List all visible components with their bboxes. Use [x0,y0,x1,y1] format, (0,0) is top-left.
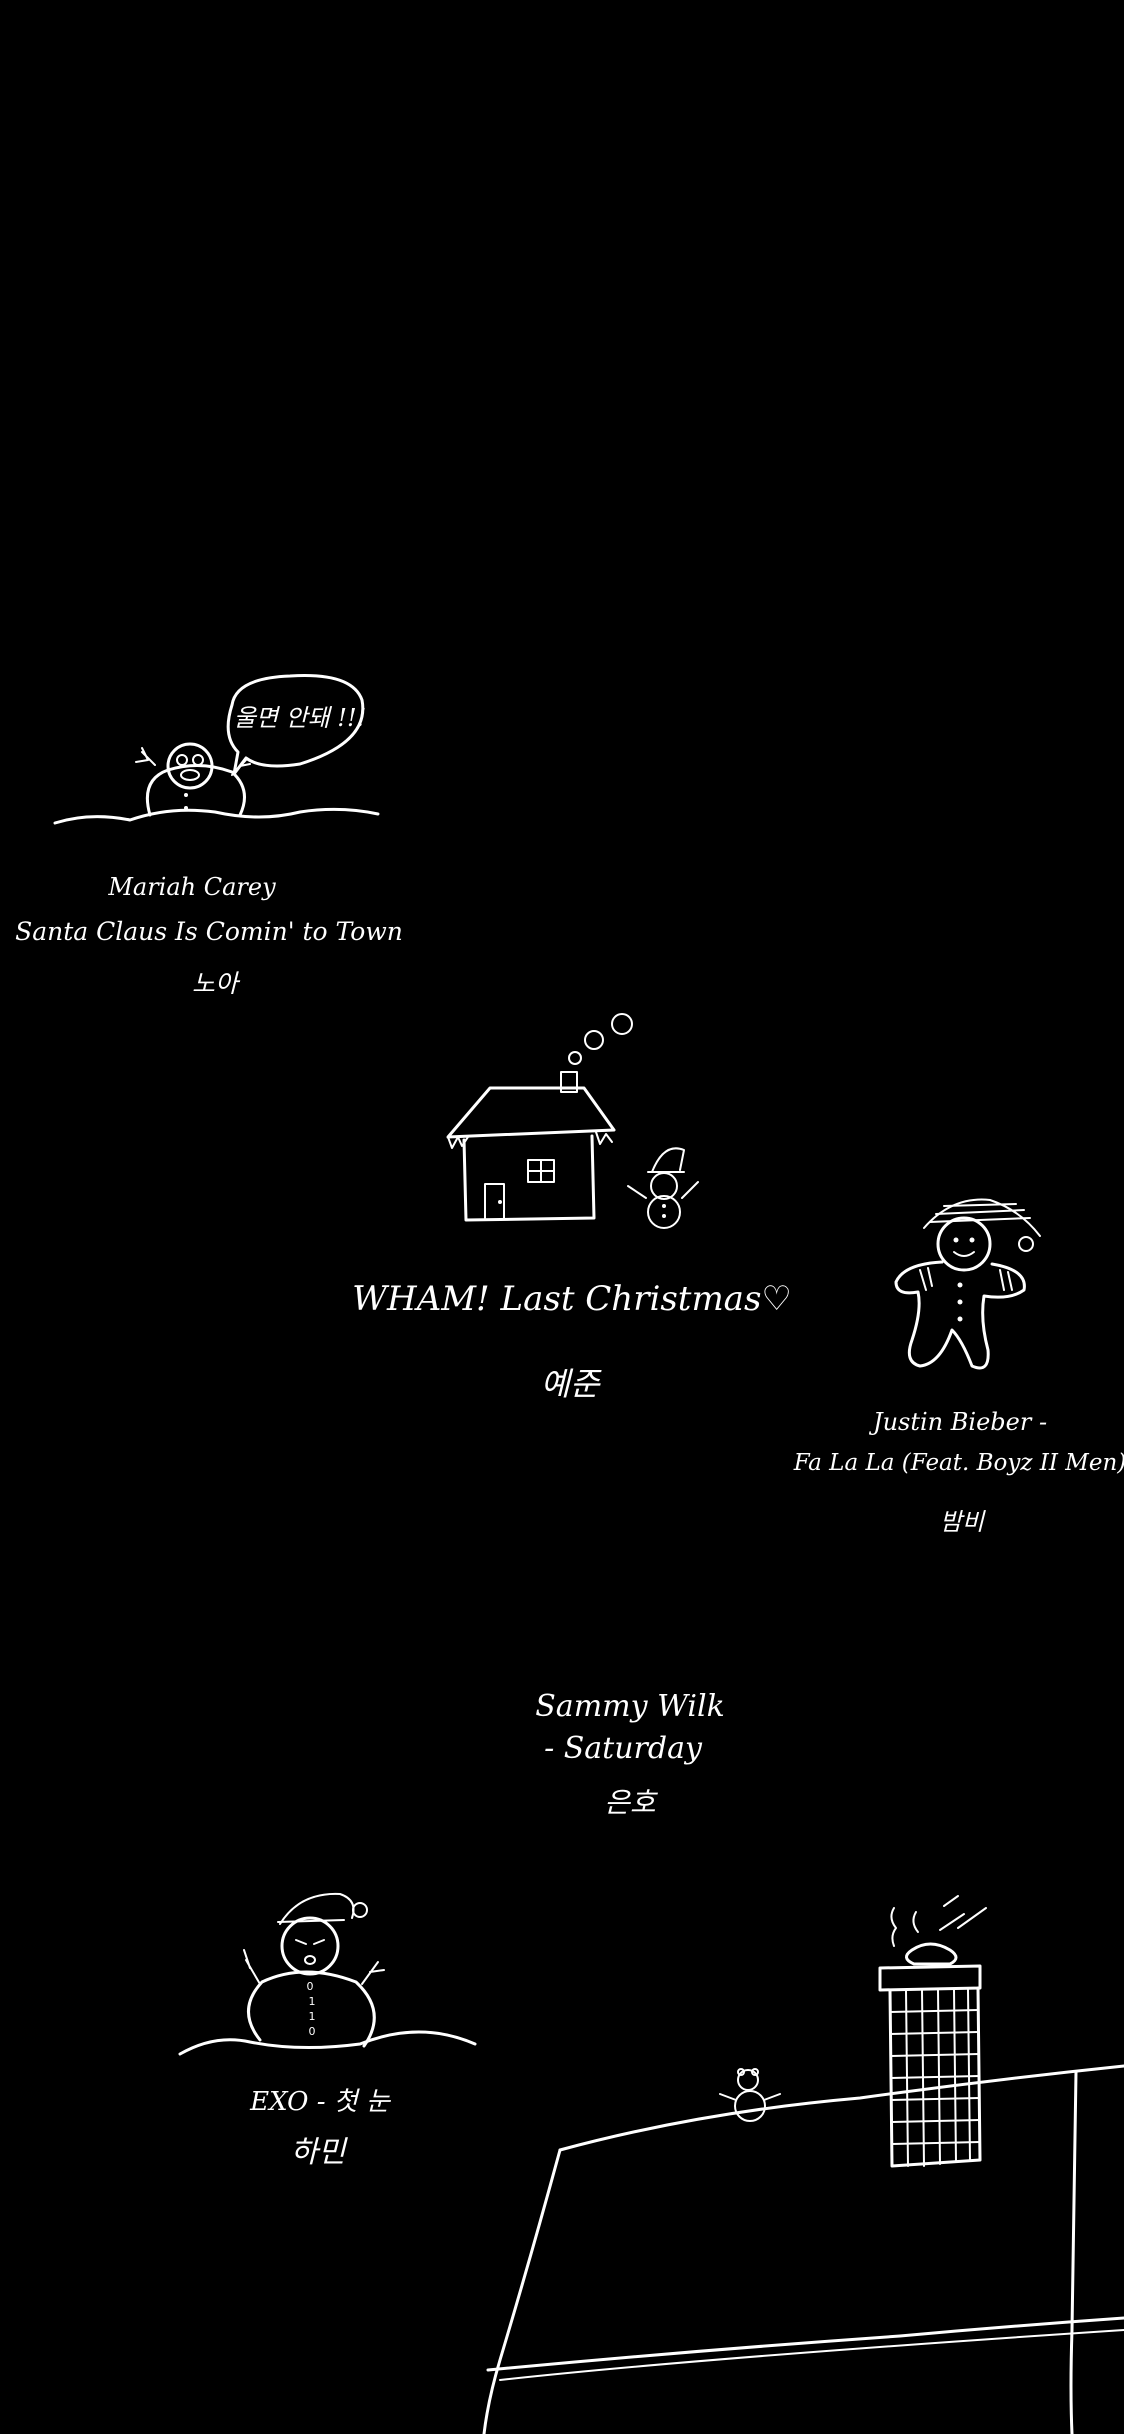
house-nickname: 예준 [541,1365,602,1403]
text-only-artist: Sammy Wilk [535,1689,725,1724]
speech-bubble-text: 울면 안돼 !!! [234,704,367,732]
gingerbread-song: Fa La La (Feat. Boyz II Men) [793,1450,1124,1476]
snowman-left-song: Santa Claus Is Comin' to Town [15,917,403,946]
snowman-left-nickname: 노아 [192,969,241,998]
gingerbread-icon [894,1198,1041,1370]
text-only-song: - Saturday [544,1731,703,1766]
chimney-roof-icon [482,1895,1124,2434]
snowman-bottom-song: EXO - 첫 눈 [249,2087,392,2117]
snowman-bottom-nickname: 하민 [290,2135,348,2170]
santa-snowman-icon [627,1147,699,1229]
gingerbread-nickname: 밤비 [940,1508,986,1536]
button-digit: 0 [307,1980,314,1993]
snowman-santa-hat-icon: 0 1 1 0 [178,1892,477,2056]
house-song: WHAM! Last Christmas♡ [352,1279,792,1319]
gingerbread-artist: Justin Bieber - [868,1408,1047,1436]
text-only-nickname: 은호 [604,1786,658,1819]
button-digit: 1 [309,1995,316,2008]
button-digit: 0 [309,2025,316,2038]
button-digit: 1 [309,2010,316,2023]
house-icon [446,1013,633,1222]
snowman-icon [53,674,380,825]
snowman-left-artist: Mariah Carey [107,873,276,901]
